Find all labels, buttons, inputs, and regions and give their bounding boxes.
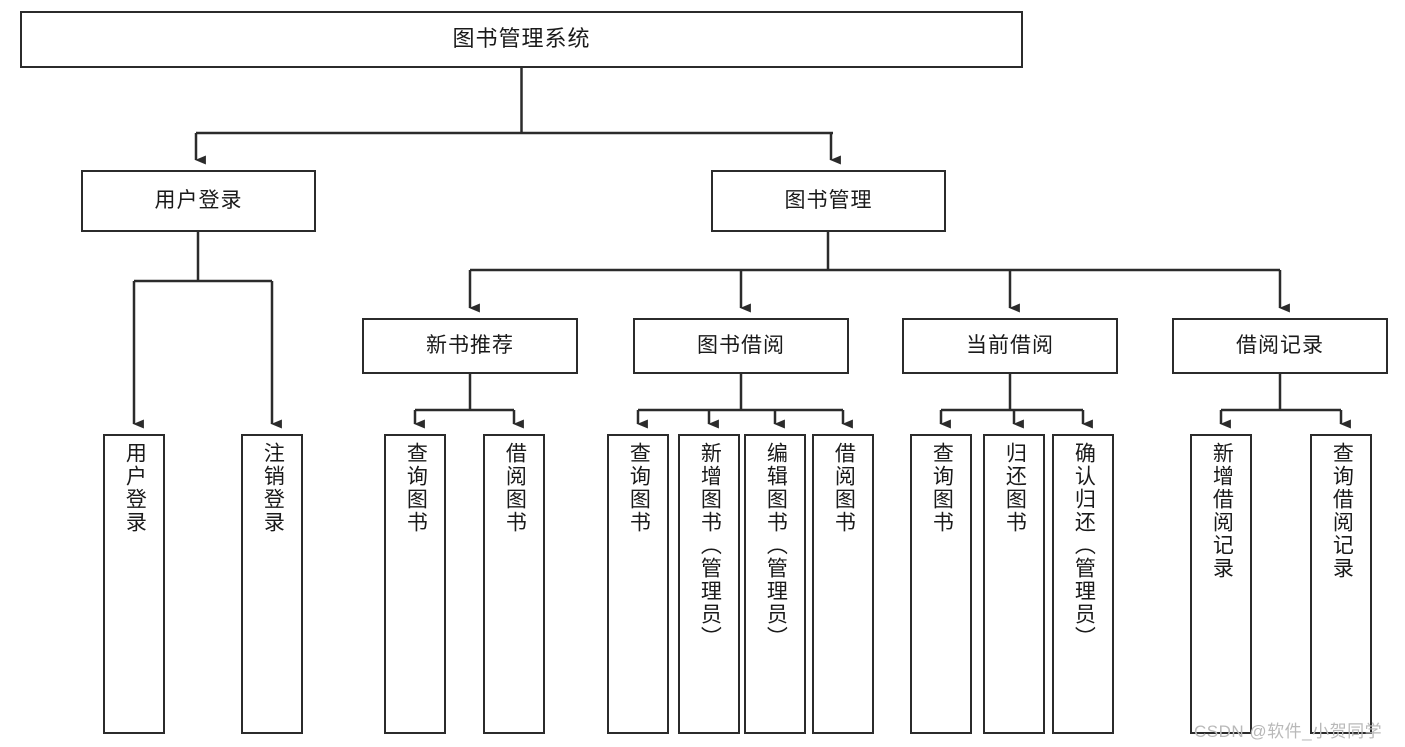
node-leaf-add-book-admin[interactable]: 新增图书（管理员） [678, 434, 740, 734]
node-leaf-logout-login-label: 注销登录 [261, 442, 285, 534]
node-leaf-return-book-label: 归还图书 [1003, 442, 1027, 534]
node-new-book-recommend-label: 新书推荐 [426, 334, 514, 358]
node-leaf-edit-book-admin-label: 编辑图书（管理员） [764, 442, 788, 649]
node-new-book-recommend[interactable]: 新书推荐 [362, 318, 578, 374]
node-leaf-query-book-3-label: 查询图书 [930, 442, 954, 534]
node-book-manage-label: 图书管理 [784, 189, 873, 213]
node-root[interactable]: 图书管理系统 [20, 11, 1023, 68]
node-leaf-query-book-2-label: 查询图书 [627, 442, 651, 534]
node-leaf-query-book-2[interactable]: 查询图书 [607, 434, 669, 734]
node-leaf-borrow-book-2[interactable]: 借阅图书 [812, 434, 874, 734]
node-root-label: 图书管理系统 [452, 26, 591, 52]
csdn-watermark: CSDN @软件_小贺同学 [1194, 722, 1383, 741]
node-current-borrow[interactable]: 当前借阅 [902, 318, 1118, 374]
node-leaf-return-book[interactable]: 归还图书 [983, 434, 1045, 734]
node-leaf-user-login[interactable]: 用户登录 [103, 434, 165, 734]
node-leaf-query-book-3[interactable]: 查询图书 [910, 434, 972, 734]
node-book-manage[interactable]: 图书管理 [711, 170, 946, 232]
node-leaf-query-book-1[interactable]: 查询图书 [384, 434, 446, 734]
node-leaf-borrow-book-1-label: 借阅图书 [503, 442, 527, 534]
node-leaf-query-book-1-label: 查询图书 [404, 442, 428, 534]
node-leaf-add-book-admin-label: 新增图书（管理员） [698, 442, 722, 649]
node-leaf-borrow-book-1[interactable]: 借阅图书 [483, 434, 545, 734]
node-leaf-logout-login[interactable]: 注销登录 [241, 434, 303, 734]
node-current-borrow-label: 当前借阅 [966, 334, 1054, 358]
node-leaf-query-borrow-record[interactable]: 查询借阅记录 [1310, 434, 1372, 734]
node-leaf-confirm-return-admin[interactable]: 确认归还（管理员） [1052, 434, 1114, 734]
node-leaf-confirm-return-admin-label: 确认归还（管理员） [1072, 442, 1096, 649]
node-leaf-edit-book-admin[interactable]: 编辑图书（管理员） [744, 434, 806, 734]
node-book-borrow[interactable]: 图书借阅 [633, 318, 849, 374]
node-leaf-user-login-label: 用户登录 [123, 442, 147, 534]
node-borrow-record-label: 借阅记录 [1236, 334, 1324, 358]
node-book-borrow-label: 图书借阅 [697, 334, 785, 358]
node-leaf-query-borrow-record-label: 查询借阅记录 [1330, 442, 1354, 580]
node-leaf-add-borrow-record[interactable]: 新增借阅记录 [1190, 434, 1252, 734]
node-leaf-add-borrow-record-label: 新增借阅记录 [1210, 442, 1234, 580]
node-user-login-label: 用户登录 [154, 189, 243, 213]
node-user-login[interactable]: 用户登录 [81, 170, 316, 232]
node-leaf-borrow-book-2-label: 借阅图书 [832, 442, 856, 534]
node-borrow-record[interactable]: 借阅记录 [1172, 318, 1388, 374]
